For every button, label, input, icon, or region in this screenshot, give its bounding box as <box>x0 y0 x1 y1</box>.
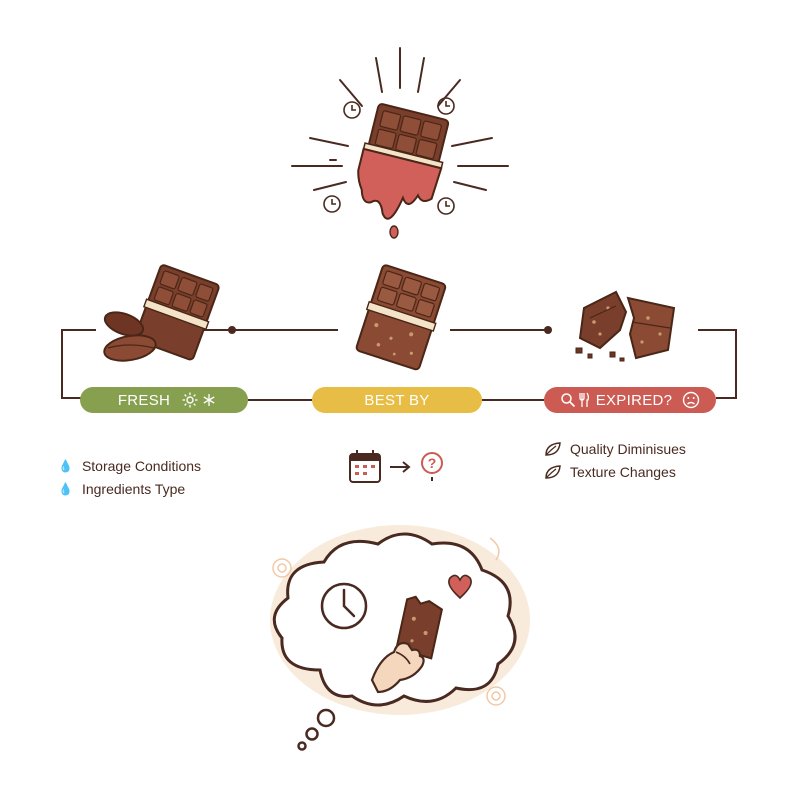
cocoa-pod <box>103 334 157 362</box>
crumbs <box>575 347 625 362</box>
fresh-note-label: Storage Conditions <box>81 458 202 474</box>
clock-icons <box>323 97 455 215</box>
expired-note-label: Texture Changes <box>570 464 676 480</box>
droplet-icon: 💧 <box>58 459 74 473</box>
droplet-icon: 💧 <box>58 482 74 496</box>
decorative-swirls <box>272 537 506 706</box>
expired-note-label: Quality Diminisues <box>570 441 686 457</box>
sad-face-icon <box>683 391 700 409</box>
stage-expired-label: EXPIRED? <box>595 391 673 409</box>
melt-drip <box>389 225 399 239</box>
stage-fresh-label: FRESH <box>117 391 171 409</box>
chocolate-bar <box>357 103 450 220</box>
expired-note-quality: Quality Diminisues <box>544 441 686 457</box>
fresh-note-storage: 💧 Storage Conditions <box>58 458 201 474</box>
fresh-chocolate-illustration <box>103 264 220 362</box>
cocoa-pod <box>103 311 145 337</box>
snowflake-icon <box>203 394 215 406</box>
stage-fresh: FRESH <box>80 387 248 413</box>
clock-icon <box>320 582 368 630</box>
radiating-lines <box>291 47 509 191</box>
fork-knife-icon <box>579 392 589 407</box>
thought-bubble-illustration <box>270 525 530 751</box>
best-by-calendar-flow <box>349 450 443 483</box>
calendar-icon <box>349 450 381 483</box>
stage-best-by-label: BEST BY <box>364 391 430 409</box>
expired-note-texture: Texture Changes <box>544 464 676 480</box>
stage-best-by: BEST BY <box>312 387 482 413</box>
best-by-chocolate-illustration <box>355 264 447 371</box>
arrow-right-icon <box>390 461 411 473</box>
hand <box>370 641 425 694</box>
question-mark: ? <box>427 455 437 471</box>
question-icon <box>421 452 443 481</box>
melting-chocolate-illustration <box>291 47 509 239</box>
fresh-note-label: Ingredients Type <box>81 481 186 497</box>
search-icon <box>560 393 575 408</box>
fresh-note-ingredients: 💧 Ingredients Type <box>58 481 185 497</box>
heart-icon <box>448 574 472 600</box>
stage-expired: EXPIRED? <box>544 387 716 413</box>
leaf-icon <box>545 442 561 456</box>
melting-wrapper <box>357 147 443 220</box>
expired-chocolate-illustration <box>575 290 676 362</box>
sun-icon <box>182 392 198 408</box>
leaf-icon <box>545 465 561 479</box>
